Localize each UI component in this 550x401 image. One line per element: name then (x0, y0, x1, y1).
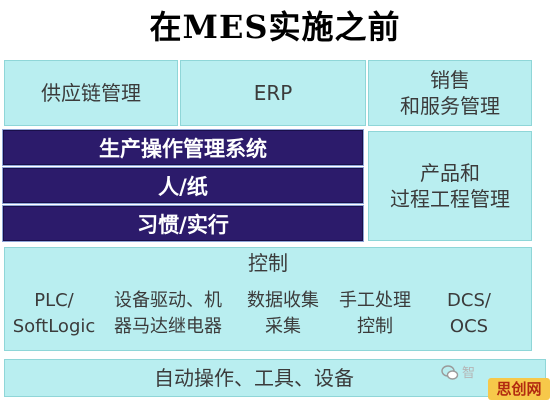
automation-label: 自动操作、工具、设备 (154, 366, 354, 390)
habits-box: 习惯/实行 (2, 205, 364, 242)
process-engineering-box: 产品和 过程工程管理 (366, 129, 534, 243)
erp-label: ERP (253, 81, 293, 105)
wechat-icon (440, 364, 460, 384)
control-item-line2: SoftLogic (12, 316, 96, 337)
production-system-box: 生产操作管理系统 (2, 129, 364, 166)
automation-box: 自动操作、工具、设备 (2, 357, 548, 399)
control-box (2, 245, 534, 353)
process-label-line2: 过程工程管理 (390, 187, 510, 211)
production-system-label: 生产操作管理系统 (99, 136, 267, 161)
sales-service-box: 销售 和服务管理 (366, 58, 534, 128)
control-item-line1: DCS/ (447, 290, 491, 311)
control-item-plc: PLC/ SoftLogic (8, 286, 100, 342)
people-paper-box: 人/纸 (2, 167, 364, 204)
control-item-line2: 控制 (357, 316, 393, 337)
control-item-device-drivers: 设备驱动、机 器马达继电器 (104, 286, 232, 342)
control-item-data-collection: 数据收集 采集 (238, 286, 328, 342)
control-item-line1: PLC/ (34, 290, 74, 311)
control-item-dcs: DCS/ OCS (424, 286, 514, 342)
control-item-line2: 器马达继电器 (114, 316, 222, 337)
sales-label-line2: 和服务管理 (400, 94, 500, 118)
control-header: 控制 (2, 248, 534, 278)
habits-label: 习惯/实行 (137, 212, 229, 237)
process-label-line1: 产品和 (420, 161, 480, 185)
control-item-line1: 手工处理 (339, 290, 411, 311)
control-item-line1: 设备驱动、机 (114, 290, 222, 311)
control-item-line2: 采集 (265, 316, 301, 337)
control-item-line1: 数据收集 (247, 290, 319, 311)
page-title: 在MES实施之前 (149, 8, 401, 46)
supply-chain-label: 供应链管理 (41, 81, 141, 105)
erp-box: ERP (178, 58, 368, 128)
people-paper-label: 人/纸 (158, 174, 208, 199)
watermark-text: 智 (462, 366, 476, 381)
control-header-label: 控制 (248, 251, 288, 275)
control-item-manual-processing: 手工处理 控制 (330, 286, 420, 342)
supply-chain-box: 供应链管理 (2, 58, 180, 128)
sales-label-line1: 销售 (430, 68, 470, 92)
watermark-badge: 思创网 (488, 378, 550, 400)
control-item-line2: OCS (449, 316, 489, 337)
